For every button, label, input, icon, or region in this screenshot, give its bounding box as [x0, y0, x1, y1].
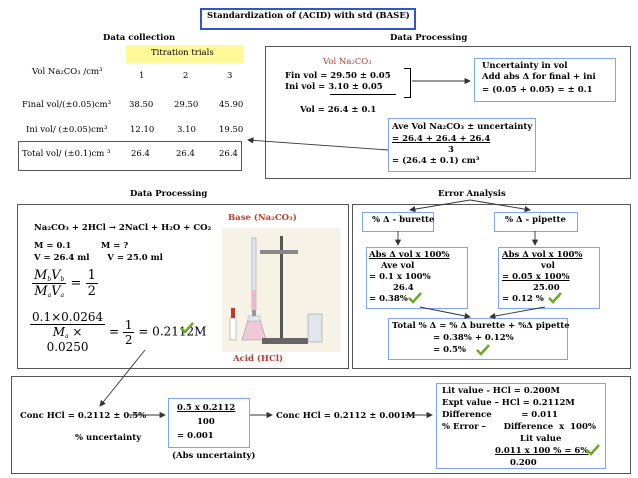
- pipette-calc-2: vol: [541, 261, 555, 271]
- lit-line-7: 0.200: [510, 458, 537, 468]
- acid-label: Acid (HCl): [233, 354, 283, 364]
- titration-trials-label: Titration trials: [151, 48, 214, 58]
- pipette-label: % Δ - pipette: [505, 215, 566, 225]
- final-vol-3: 45.90: [219, 100, 244, 110]
- data-collection-heading: Data collection: [103, 33, 176, 43]
- calc-line-3: = 0.001: [177, 431, 214, 441]
- total-error-2: = 0.38% + 0.12%: [433, 333, 514, 343]
- pipette-calc-1: Abs Δ vol x 100%: [502, 250, 583, 260]
- calc-ratio-den: 2: [124, 332, 133, 347]
- calc-ratio-rhs: 1: [122, 317, 135, 333]
- ini-vol-label: Ini vol/ (±0.05)cm³: [26, 125, 108, 135]
- ratio-den: 2: [87, 284, 96, 299]
- calc-line-2: 100: [197, 417, 215, 427]
- lit-line-1: Lit value - HCl = 0.200M: [442, 386, 560, 396]
- burette-calc-2: Ave vol: [381, 261, 415, 271]
- uncertainty-line-3: = (0.05 + 0.05) = ± 0.1: [482, 85, 593, 95]
- uncertainty-box: [474, 58, 616, 102]
- ini-vol-3: 19.50: [219, 125, 244, 135]
- final-vol-1: 38.50: [129, 100, 154, 110]
- checkmark-icon: [408, 292, 422, 304]
- total-error-3: = 0.5%: [433, 345, 466, 355]
- trial-2: 2: [183, 71, 189, 81]
- ini-vol-underline: [330, 94, 396, 95]
- pipette-calc-4: 25.00: [533, 283, 560, 293]
- lit-line-4: % Error – Difference x 100%: [442, 422, 596, 432]
- page-title: Standardization of (ACID) with std (BASE…: [207, 11, 410, 21]
- total-vol-1: 26.4: [131, 149, 150, 159]
- lit-line-3: Difference = 0.011: [442, 410, 558, 420]
- total-vol-2: 26.4: [176, 149, 195, 159]
- checkmark-icon: [548, 292, 562, 304]
- titration-apparatus-illustration: [222, 228, 340, 352]
- vol-na2co3-title: Vol Na₂CO₃: [323, 57, 372, 67]
- bracket: [404, 68, 411, 98]
- ave-line-2: = 26.4 + 26.4 + 26.4: [392, 134, 491, 144]
- trial-1: 1: [139, 71, 145, 81]
- ave-vol-box: [388, 118, 536, 172]
- base-label: Base (Na₂CO₃): [228, 213, 297, 223]
- calc-numerator: 0.1×0.0264: [30, 310, 106, 325]
- checkmark-icon: [180, 322, 194, 334]
- trial-3: 3: [227, 71, 233, 81]
- burette-calc-5: = 0.38%: [369, 294, 408, 304]
- ave-line-4: = (26.4 ± 0.1) cm³: [392, 156, 480, 166]
- fin-vol: Fin vol = 29.50 ± 0.05: [285, 71, 391, 81]
- volume-line: V = 26.4 ml V = 25.0 ml: [34, 253, 163, 263]
- pct-uncertainty-label: % uncertainty: [75, 433, 142, 443]
- vol-na2co3-label: Vol Na₂CO₃ /cm³: [32, 67, 103, 77]
- molarity-line: M = 0.1 M = ?: [34, 241, 129, 251]
- calc-line-1: 0.5 x 0.2112: [177, 403, 236, 413]
- burette-calc-box: [366, 247, 468, 309]
- checkmark-icon: [586, 444, 600, 456]
- lit-line-6: 0.011 x 100 % = 6%: [495, 446, 589, 456]
- ini-vol: Ini vol = 3.10 ± 0.05: [285, 82, 383, 92]
- ratio-rhs: 1: [85, 268, 98, 284]
- pipette-calc-3: = 0.05 x 100%: [502, 272, 570, 282]
- ini-vol-1: 12.10: [130, 125, 155, 135]
- data-processing-heading-mid: Data Processing: [130, 189, 208, 199]
- pipette-calc-box: [498, 247, 600, 309]
- title-box: [200, 8, 416, 30]
- reaction-equation: Na₂CO₃ + 2HCl → 2NaCl + H₂O + CO₂: [34, 223, 212, 233]
- total-error-1: Total % Δ = % Δ burette + %Δ pipette: [392, 321, 570, 331]
- burette-label: % Δ - burette: [372, 215, 435, 225]
- bottom-box: [11, 376, 631, 474]
- abs-uncertainty-label: (Abs uncertainty): [172, 451, 256, 461]
- uncertainty-line-1: Uncertainty in vol: [482, 61, 568, 71]
- calc-denominator: 0.0250: [46, 340, 89, 354]
- data-processing-top-box: [265, 46, 631, 179]
- vol-result: Vol = 26.4 ± 0.1: [300, 105, 377, 115]
- burette-calc-1: Abs Δ vol x 100%: [369, 250, 450, 260]
- total-vol-label: Total vol/ (±0.1)cm ³: [22, 149, 111, 159]
- burette-calc-4: 26.4: [393, 283, 414, 293]
- ave-line-1: Ave Vol Na₂CO₃ ± uncertainty: [392, 122, 533, 132]
- lit-value-box: [436, 383, 606, 469]
- lit-line-5: Lit value: [520, 434, 562, 444]
- pipette-box: [494, 212, 578, 232]
- total-vol-3: 26.4: [219, 149, 238, 159]
- burette-calc-3: = 0.1 x 100%: [369, 272, 431, 282]
- lit-line-2: Expt value – HCl = 0.2112M: [442, 398, 575, 408]
- conc-hcl-left: Conc HCl = 0.2112 ± 0.5%: [20, 411, 147, 421]
- titration-trials-cell: [126, 45, 244, 63]
- calc-box: [168, 398, 250, 448]
- conc-hcl-right: Conc HCl = 0.2112 ± 0.001M: [276, 411, 416, 421]
- uncertainty-line-2: Add abs Δ for final + ini: [482, 72, 596, 82]
- data-processing-heading-top: Data Processing: [390, 33, 468, 43]
- ave-line-3: 3: [448, 145, 454, 155]
- total-vol-box: [18, 141, 242, 171]
- pipette-calc-5: = 0.12 %: [502, 294, 544, 304]
- checkmark-icon: [476, 344, 490, 356]
- total-error-box: [388, 318, 568, 360]
- error-analysis-heading: Error Analysis: [438, 189, 506, 199]
- ini-vol-2: 3.10: [177, 125, 196, 135]
- final-vol-2: 29.50: [174, 100, 199, 110]
- final-vol-label: Final vol/(±0.05)cm³: [22, 100, 111, 110]
